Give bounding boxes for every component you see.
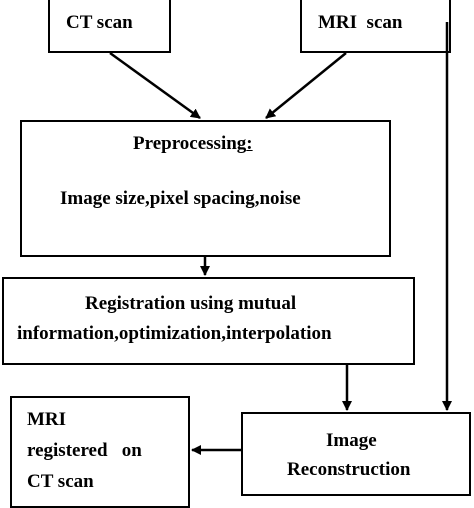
preprocessing-title-colon: : (246, 133, 253, 154)
ct-scan-box (48, 0, 171, 53)
arrow-mri-to-preprocessing (265, 52, 347, 119)
preprocessing-title-text: Preprocessing (133, 133, 247, 154)
output-line-3: CT scan (27, 471, 94, 492)
output-line-2: registered on (27, 440, 142, 461)
ct-scan-label: CT scan (66, 12, 133, 33)
mri-scan-label: MRI scan (318, 12, 403, 33)
preprocessing-title: Preprocessing: (133, 133, 253, 155)
preprocessing-box (20, 120, 391, 257)
output-line-1: MRI (27, 409, 67, 430)
registration-line-2: information,optimization,interpolation (17, 323, 332, 344)
reconstruction-box (241, 412, 471, 496)
mri-scan-box (300, 0, 451, 53)
registration-box (2, 277, 415, 365)
arrow-ct-to-preprocessing (109, 51, 201, 120)
reconstruction-line-2: Reconstruction (287, 459, 411, 480)
reconstruction-line-1: Image (326, 430, 377, 451)
preprocessing-details: Image size,pixel spacing,noise (60, 188, 301, 209)
registration-line-1: Registration using mutual (85, 293, 297, 314)
